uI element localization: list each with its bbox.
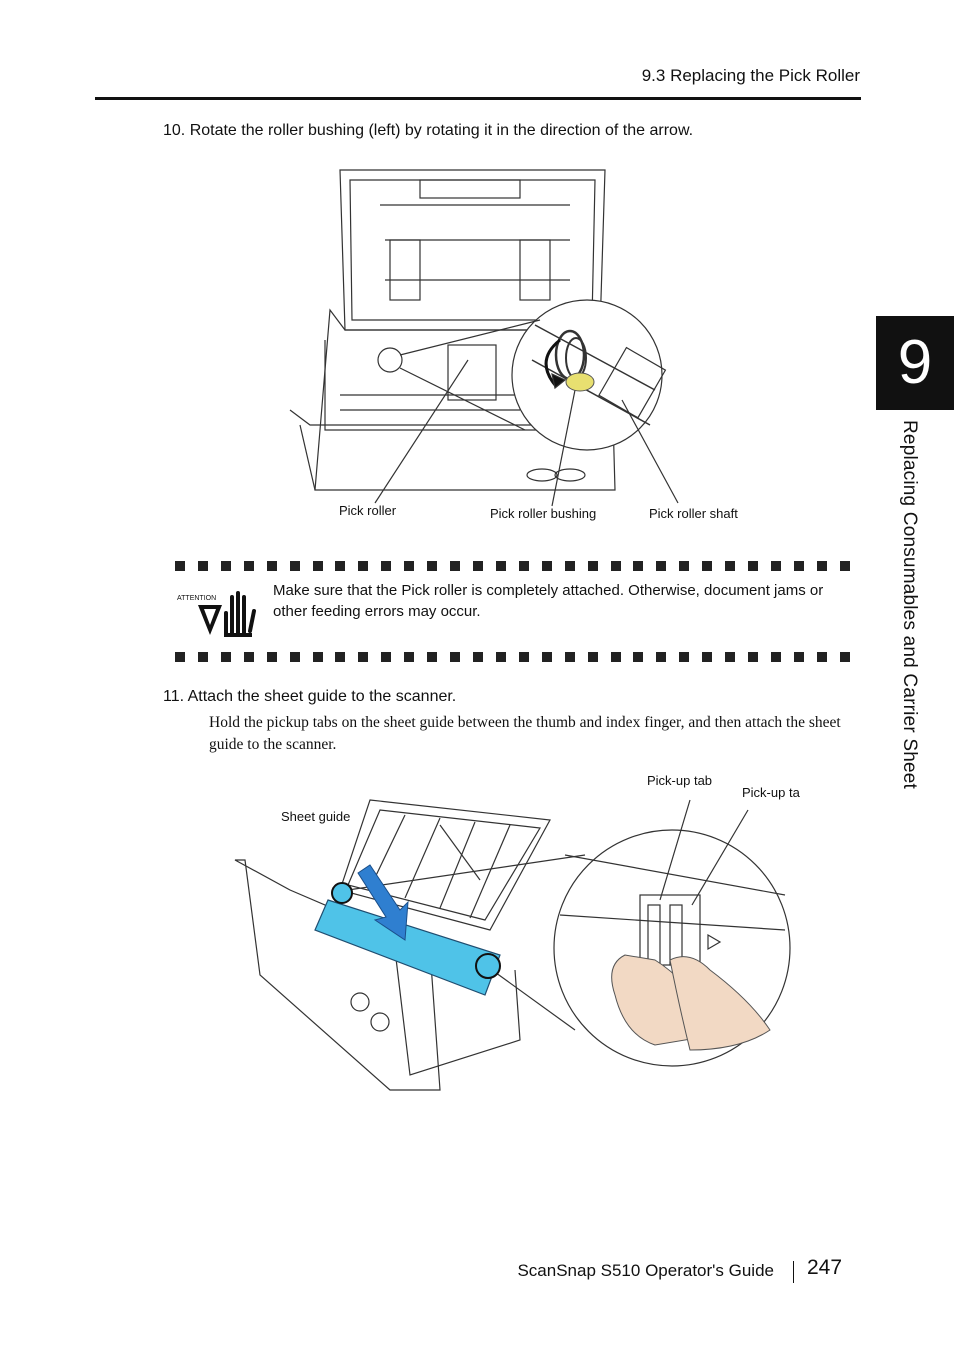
label-pick-roller: Pick roller xyxy=(339,503,397,518)
page-number: 247 xyxy=(807,1256,843,1279)
footer-guide-title: ScanSnap S510 Operator's Guide xyxy=(517,1261,774,1280)
figure-sheet-guide xyxy=(234,799,791,1091)
chapter-title-vertical: Replacing Consumables and Carrier Sheet xyxy=(899,420,920,789)
pick-roller-bushing-highlight xyxy=(565,372,595,392)
attention-icon-label: ATTENTION xyxy=(177,595,216,602)
insert-direction-arrow xyxy=(357,864,409,941)
sheet-guide-highlight xyxy=(314,899,501,996)
label-pick-roller-shaft: Pick roller shaft xyxy=(649,506,738,521)
attention-top-border xyxy=(175,561,850,571)
attention-bottom-border xyxy=(175,652,850,662)
chapter-number-tab: 9 xyxy=(876,316,954,410)
label-pick-up-tab-1: Pick-up tab xyxy=(647,773,713,788)
step-11-body: Hold the pickup tabs on the sheet guide … xyxy=(209,714,841,753)
header-rule xyxy=(95,97,861,100)
step-10-instruction: 10. Rotate the roller bushing (left) by … xyxy=(163,122,694,139)
section-title: 9.3 Replacing the Pick Roller xyxy=(641,66,860,85)
step-11-instruction: 11. Attach the sheet guide to the scanne… xyxy=(163,688,457,705)
label-sheet-guide: Sheet guide xyxy=(281,809,351,824)
label-pick-up-tab-2: Pick-up ta xyxy=(742,785,800,800)
attention-hand-icon: ATTENTION xyxy=(177,591,256,637)
label-pick-roller-bushing: Pick roller bushing xyxy=(490,506,597,521)
figure-pick-roller xyxy=(289,169,679,507)
footer-separator xyxy=(793,1261,794,1283)
attention-text: Make sure that the Pick roller is comple… xyxy=(273,582,824,620)
